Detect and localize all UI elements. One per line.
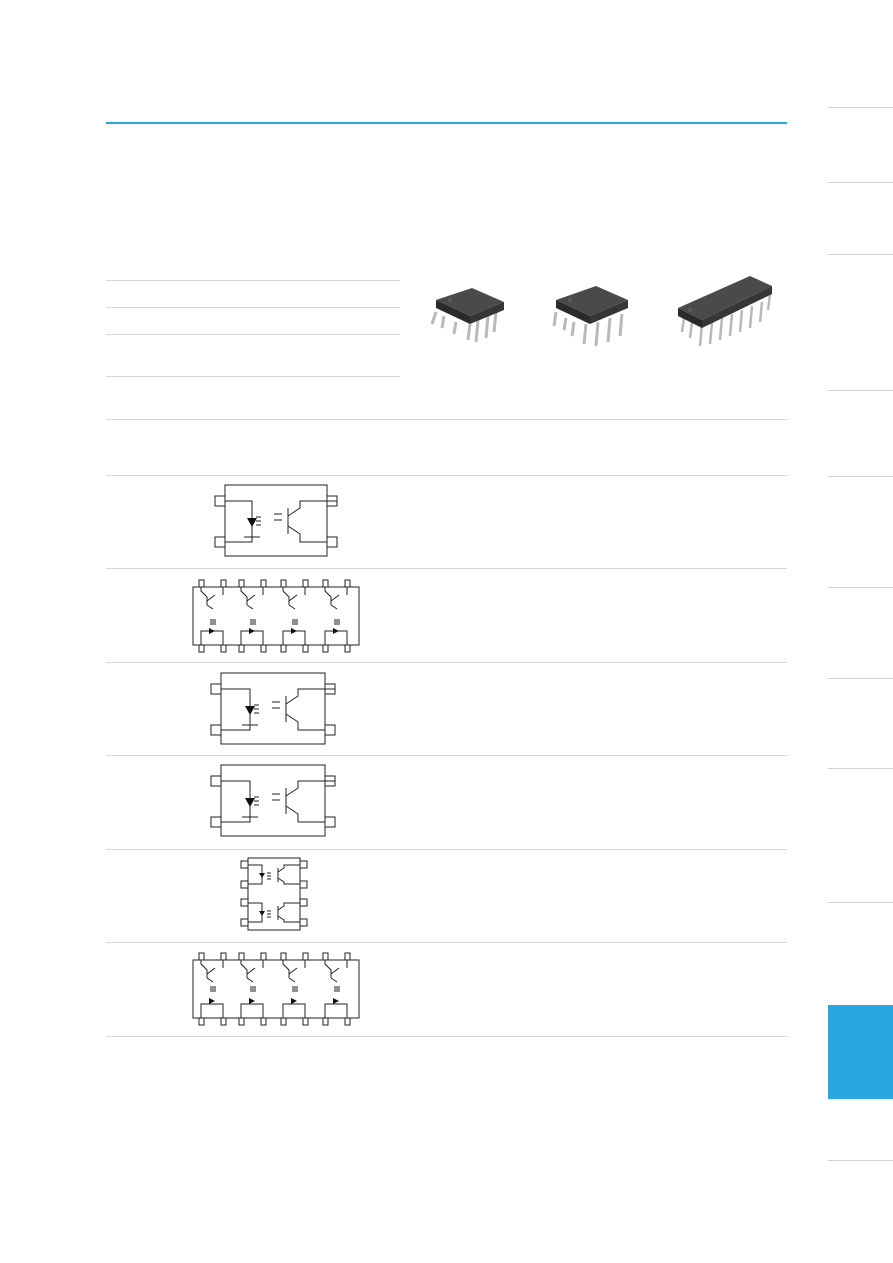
- single-channel-optocoupler-schematic: [210, 764, 336, 838]
- 6-pin-dip-package-image: [430, 280, 510, 350]
- table-row-divider: [106, 942, 787, 943]
- 16-pin-dip-package-image: [676, 272, 776, 352]
- quad-channel-optocoupler-schematic: [191, 952, 361, 1026]
- 8-pin-dip-package-image: [552, 278, 634, 353]
- spec-row-divider: [106, 334, 400, 335]
- side-index-tab-active[interactable]: [828, 1005, 893, 1099]
- table-row-divider: [106, 1036, 787, 1037]
- side-index-divider: [828, 254, 893, 255]
- spec-row-divider: [106, 307, 400, 308]
- table-row-divider: [106, 849, 787, 850]
- side-index-divider: [828, 1160, 893, 1161]
- side-index-divider: [828, 902, 893, 903]
- side-index-divider: [828, 476, 893, 477]
- table-row-divider: [106, 662, 787, 663]
- side-index-divider: [828, 390, 893, 391]
- single-channel-optocoupler-schematic: [214, 484, 340, 558]
- table-row-divider: [106, 475, 787, 476]
- side-index-divider: [828, 182, 893, 183]
- side-index-divider: [828, 678, 893, 679]
- spec-row-divider: [106, 280, 400, 281]
- table-header-divider: [106, 419, 787, 420]
- table-row-divider: [106, 755, 787, 756]
- side-index-divider: [828, 587, 893, 588]
- spec-row-divider: [106, 376, 400, 377]
- table-row-divider: [106, 568, 787, 569]
- single-channel-optocoupler-schematic: [210, 672, 336, 746]
- side-index-divider: [828, 768, 893, 769]
- header-rule: [106, 122, 787, 124]
- quad-channel-optocoupler-schematic: [191, 579, 361, 653]
- side-index-divider: [828, 107, 893, 108]
- dual-channel-optocoupler-schematic: [238, 856, 312, 932]
